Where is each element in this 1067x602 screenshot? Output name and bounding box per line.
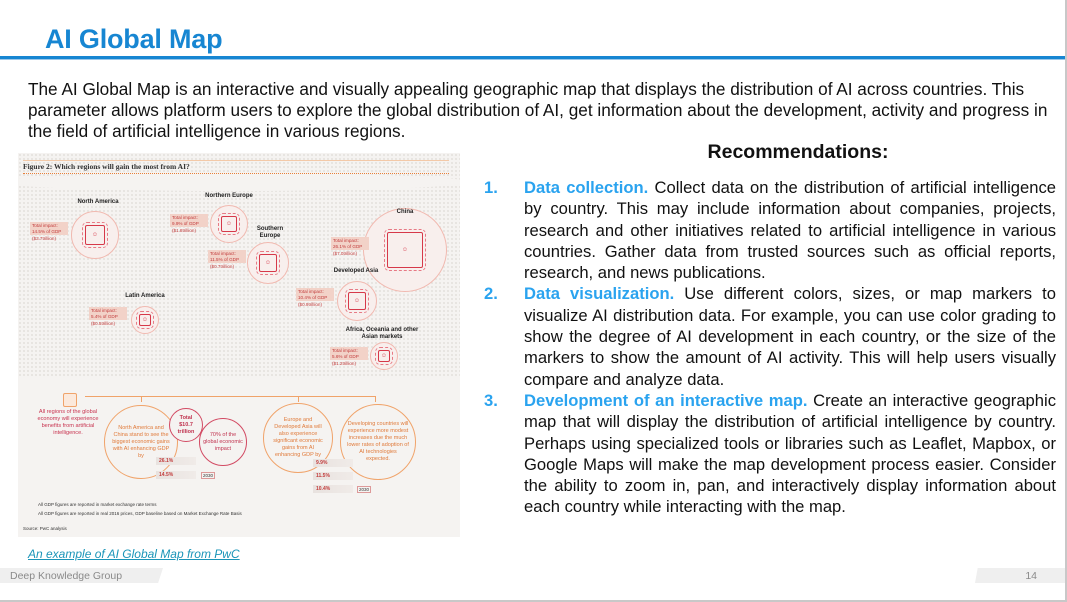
impact-value: ($0.9trillion) [298,302,322,307]
total-circle: Total $10.7 trillion [169,408,203,442]
page-number: 14 [975,568,1065,583]
region-label: Southern Europe [256,226,284,239]
bar-na: 14.5% [156,471,196,479]
item-number: 3. [484,390,498,410]
item-heading: Data visualization. [524,284,675,304]
impact-value: ($1.8trillion) [172,228,196,233]
region-chip-circle: ☺ [370,342,398,370]
intro-paragraph: The AI Global Map is an interactive and … [28,79,1048,141]
impact-text: Total impact: 26.1% of GDP [331,237,369,250]
ai-chip-icon [63,393,77,407]
region-chip-circle: ☺ [71,211,119,259]
impact-value: ($1.2trillion) [332,361,356,366]
region-label: Latin America [125,293,165,299]
title-underline [0,56,1067,59]
region-label: China [396,209,414,215]
share-circle: 70% of the global economic impact [199,418,247,466]
region-chip-circle: ☺ [337,281,377,321]
impact-text: Total impact: 14.5% of GDP [30,222,68,235]
na-china-circle: North America and China stand to see the… [104,405,178,479]
figure-note: All GDP figures are reported in market e… [38,502,157,507]
bar-dev-asia: 10.4% [313,485,353,493]
na-china-text: North America and China stand to see the… [112,424,170,459]
developing-circle: Developing countries will experience mor… [340,404,416,480]
bar-s-europe: 11.5% [313,472,353,480]
connector-line [85,396,375,397]
item-number: 1. [484,178,498,197]
ai-chip-icon: ☺ [81,221,109,249]
item-text: Create an interactive geographic map tha… [524,390,1056,517]
ai-chip-icon: ☺ [217,212,241,236]
europe-asia-text: Europe and Developed Asia will also expe… [273,417,323,458]
bar-china: 26.1% [156,457,196,465]
recommendation-item: 2. Data visualization. Use different col… [484,283,1056,389]
item-text: Collect data on the distribution of arti… [524,178,1056,283]
impact-text: Total impact: 9.9% of GDP [170,214,208,227]
ai-chip-icon: ☺ [345,289,369,313]
item-heading: Data collection. [524,178,649,197]
item-number: 2. [484,284,498,304]
region-chip-circle: ☺ [363,208,447,292]
region-impact: Total impact: 9.9% of GDP($1.8trillion) [170,214,208,235]
europe-asia-circle: Europe and Developed Asia will also expe… [263,403,333,473]
impact-value: ($3.7trillion) [32,236,56,241]
region-label: North America [77,199,119,205]
region-impact: Total impact: 26.1% of GDP($7.0trillion) [331,237,369,258]
pwc-ai-map-figure: Figure 2: Which regions will gain the mo… [18,153,460,537]
region-chip-circle: ☺ [210,205,248,243]
ai-chip-icon: ☺ [375,347,393,365]
share-text: 70% of the global economic impact [203,431,243,452]
recommendation-item: 3. Development of an interactive map. Cr… [484,390,1056,518]
region-label: Northern Europe [205,193,253,199]
page-title: AI Global Map [45,24,223,54]
region-impact: Total impact: 5.6% of GDP($1.2trillion) [330,347,368,368]
impact-text: Total impact: 5.6% of GDP [330,347,368,360]
impact-value: ($0.7trillion) [210,264,234,269]
figure-note: All GDP figures are reported in real 201… [38,511,242,516]
footer-org: Deep Knowledge Group [0,568,163,583]
impact-value: ($0.5trillion) [91,321,115,326]
all-regions-text: All regions of the global economy will e… [37,409,99,436]
figure-source: Source: PwC analysis [23,526,67,531]
year-badge: 2030 [201,472,216,479]
figure-title: Figure 2: Which regions will gain the mo… [23,162,190,171]
region-chip-circle: ☺ [247,242,289,284]
title-underline-light [0,59,1067,60]
region-impact: Total impact: 14.5% of GDP($3.7trillion) [30,222,68,243]
total-text: Total $10.7 trillion [177,414,195,435]
region-impact: Total impact: 11.5% of GDP($0.7trillion) [208,250,246,271]
year-badge: 2030 [357,486,372,493]
ai-chip-icon: ☺ [256,251,280,275]
ai-chip-icon: ☺ [383,228,427,272]
item-text: Use different colors, sizes, or map mark… [524,284,1056,389]
region-label: Developed Asia [333,268,379,274]
recommendation-item: 1. Data collection. Collect data on the … [484,177,1056,283]
pwc-example-link[interactable]: An example of AI Global Map from PwC [28,547,240,561]
developing-text: Developing countries will experience mor… [347,421,409,462]
recommendations-title: Recommendations: [707,141,889,163]
impact-text: Total impact: 10.4% of GDP [296,288,334,301]
impact-text: Total impact: 11.5% of GDP [208,250,246,263]
region-label: Africa, Oceania and other Asian markets [345,327,419,340]
item-heading: Development of an interactive map. [524,390,808,410]
region-impact: Total impact: 10.4% of GDP($0.9trillion) [296,288,334,309]
region-chip-circle: ☺ [131,306,159,334]
recommendations-list: 1. Data collection. Collect data on the … [484,177,1056,518]
impact-value: ($7.0trillion) [333,251,357,256]
region-impact: Total impact: 5.4% of GDP($0.5trillion) [89,307,127,328]
ai-chip-icon: ☺ [136,311,154,329]
impact-text: Total impact: 5.4% of GDP [89,307,127,320]
bar-n-europe: 9.9% [313,459,353,467]
